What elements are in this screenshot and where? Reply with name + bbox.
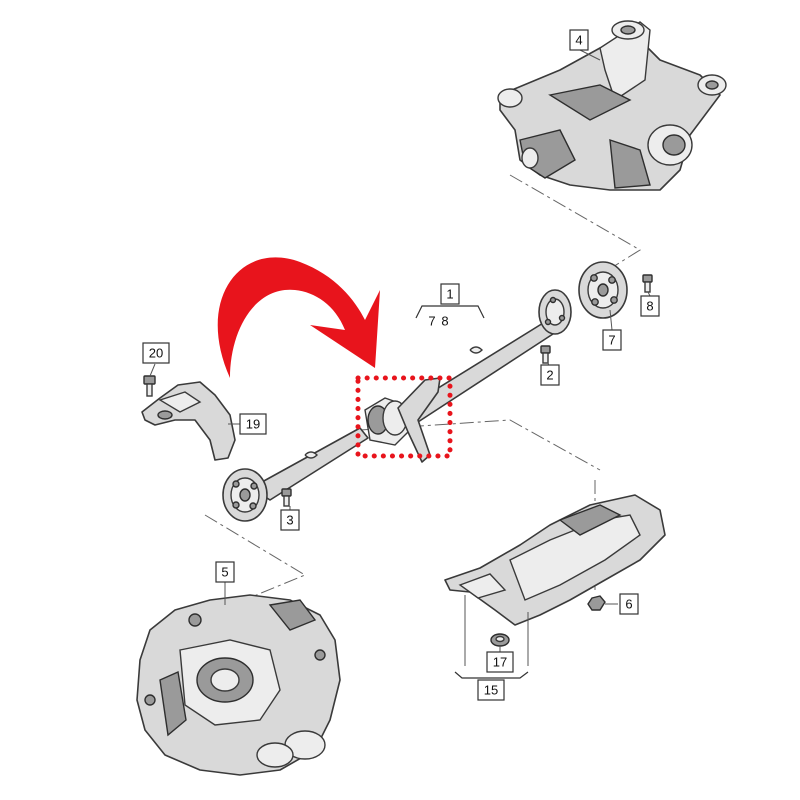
callout-7-text: 7 — [608, 333, 615, 348]
callout-1-text: 1 — [446, 287, 453, 302]
callout-5: 5 — [215, 561, 235, 583]
front-flex-disc — [222, 468, 268, 522]
callout-5-text: 5 — [221, 565, 228, 580]
callout-8-text: 8 — [646, 299, 653, 314]
callout-19: 19 — [239, 413, 267, 435]
callout-6-text: 6 — [625, 597, 632, 612]
callout-7: 7 — [602, 329, 622, 351]
callout-2-text: 2 — [546, 368, 553, 383]
callout-17-text: 17 — [493, 655, 507, 670]
bolt-8 — [642, 274, 653, 293]
callout-3-text: 3 — [286, 513, 293, 528]
rear-differential — [497, 20, 727, 191]
callout-20-text: 20 — [149, 346, 163, 361]
callout-8: 8 — [640, 295, 660, 317]
callout-17: 17 — [486, 651, 514, 673]
callout-4: 4 — [569, 29, 589, 51]
heat-shield — [141, 381, 236, 461]
callout-15-text: 15 — [484, 683, 498, 698]
callout-3: 3 — [280, 509, 300, 531]
callout-7-8-group: 7 8 — [428, 314, 448, 329]
propshaft — [254, 319, 557, 501]
callout-6: 6 — [619, 593, 639, 615]
rear-flex-disc — [578, 261, 628, 319]
highlight-box — [355, 375, 453, 459]
leader-lines — [149, 49, 651, 666]
callout-4-text: 4 — [575, 33, 582, 48]
nut-6 — [587, 595, 606, 611]
bolt-3 — [281, 488, 292, 507]
callout-15: 15 — [477, 679, 505, 701]
rear-flange — [538, 289, 572, 335]
callout-1: 1 — [440, 283, 460, 305]
callout-8-group-text: 8 — [441, 314, 448, 329]
red-arrow — [217, 257, 380, 378]
callout-2: 2 — [540, 364, 560, 386]
exhaust-heat-shield — [444, 494, 666, 626]
bracket-1 — [415, 305, 485, 319]
nut-17 — [490, 633, 510, 647]
bracket-15 — [454, 671, 529, 679]
callout-19-text: 19 — [246, 417, 260, 432]
gearbox — [136, 594, 341, 776]
callout-20: 20 — [142, 342, 170, 364]
bolt-2 — [540, 345, 551, 364]
callout-7-group-text: 7 — [428, 314, 435, 329]
bolt-20 — [143, 375, 156, 397]
